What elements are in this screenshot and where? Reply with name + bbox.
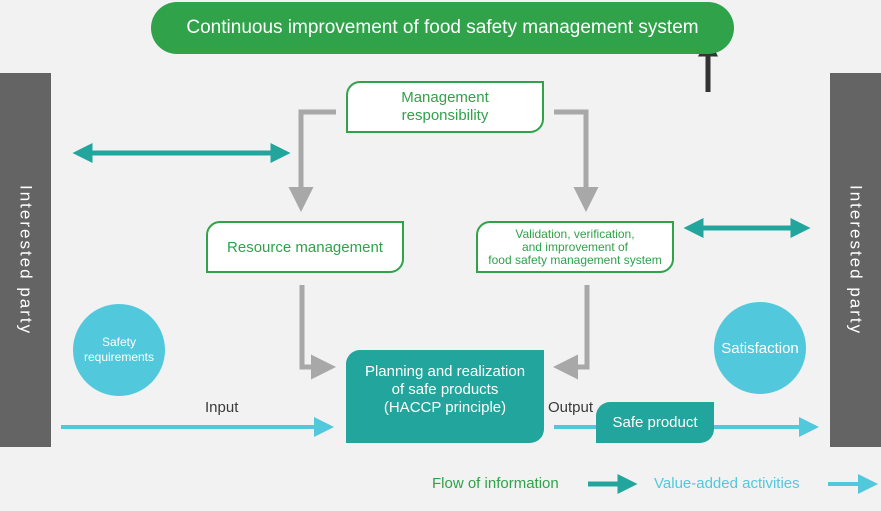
satisfaction-circle: Satisfaction [714,302,806,394]
planning-realization-box: Planning and realization of safe product… [346,350,544,443]
planning-line-2: of safe products [391,380,499,398]
safe-product-label: Safe product [612,414,698,431]
arrow-management-to-validation [554,109,599,212]
resource-management-label: Resource management [227,238,383,256]
planning-line-3: (HACCP principle) [383,398,507,416]
validation-line-1: Validation, verification, [515,226,635,241]
interested-party-left-label: Interested party [16,184,36,336]
management-line-1: Management [401,89,489,106]
safety-line-2: requirements [83,350,155,364]
safety-line-1: Safety [101,335,137,349]
interested-party-right-label: Interested party [846,184,866,336]
output-label: Output [548,399,594,416]
interested-party-right: Interested party [830,73,881,447]
title-text: Continuous improvement of food safety ma… [186,17,699,38]
arrow-resource-to-planning [299,285,336,380]
satisfaction-label: Satisfaction [721,339,799,357]
resource-management-box: Resource management [206,221,404,273]
continuous-improvement-title: Continuous improvement of food safety ma… [151,2,734,54]
legend-value-added-activities: Value-added activities [654,475,800,492]
interested-party-left: Interested party [0,73,51,447]
input-label: Input [205,399,239,416]
validation-line-3: food safety management system [488,252,662,267]
arrow-management-to-resource [288,109,336,212]
planning-line-1: Planning and realization [364,362,526,380]
safety-requirements-circle: Safety requirements [73,304,165,396]
management-line-2: responsibility [401,107,489,124]
validation-box: Validation, verification, and improvemen… [476,221,674,273]
arrow-validation-to-planning [553,285,590,380]
validation-line-2: and improvement of [521,239,629,254]
legend-flow-of-information: Flow of information [432,475,559,492]
safe-product-box: Safe product [596,402,714,443]
management-responsibility-box: Management responsibility [346,81,544,133]
